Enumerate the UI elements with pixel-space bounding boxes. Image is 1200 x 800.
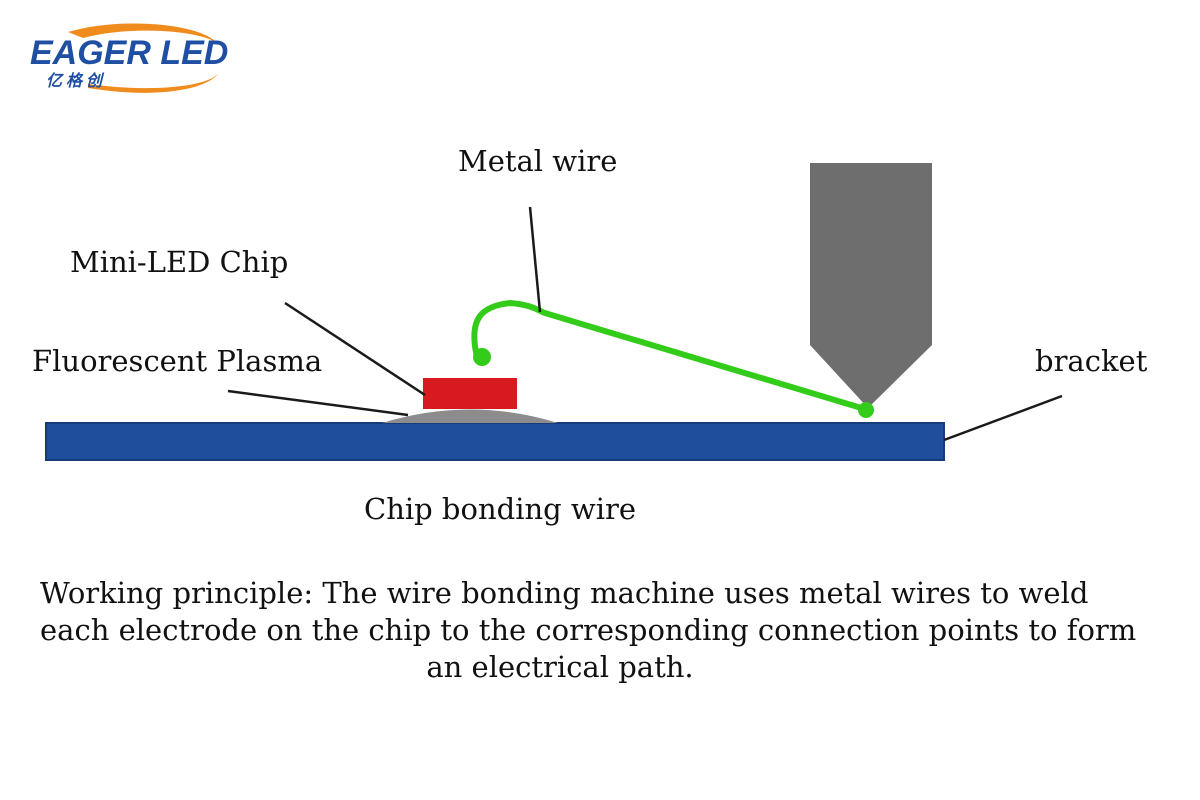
- bonding-capillary-tool: [810, 163, 932, 408]
- leader-line-mini-led-chip: [284, 301, 426, 397]
- label-metal-wire: Metal wire: [458, 144, 618, 178]
- wire-ball-bond-bracket: [858, 402, 874, 418]
- metal-wire: [471, 299, 871, 413]
- caption-line-1: Working principle: The wire bonding mach…: [40, 576, 1089, 610]
- label-fluorescent-plasma: Fluorescent Plasma: [32, 344, 323, 378]
- leader-line-metal-wire: [528, 206, 542, 313]
- logo-swoosh: [68, 23, 218, 44]
- label-bracket: bracket: [1035, 344, 1148, 378]
- eager-led-logo: EAGER LED 亿格创: [30, 23, 228, 93]
- caption-line-2: each electrode on the chip to the corres…: [40, 613, 1137, 647]
- label-mini-led-chip: Mini-LED Chip: [70, 245, 289, 279]
- mini-led-chip: [423, 378, 517, 409]
- wire-ball-bond-chip: [473, 348, 491, 366]
- caption-line-3: an electrical path.: [426, 650, 694, 684]
- label-chip-bonding-wire: Chip bonding wire: [364, 492, 637, 526]
- bracket-bar: [45, 422, 945, 461]
- leader-line-fluorescent-plasma: [227, 389, 409, 417]
- logo-swoosh-lower: [88, 74, 218, 93]
- fluorescent-plasma-dome: [382, 409, 558, 423]
- leader-line-bracket: [943, 394, 1063, 442]
- logo-chinese-text: 亿格创: [46, 71, 106, 90]
- working-principle-caption: Working principle: The wire bonding mach…: [40, 575, 1137, 686]
- logo-brand-text: EAGER LED: [30, 34, 228, 72]
